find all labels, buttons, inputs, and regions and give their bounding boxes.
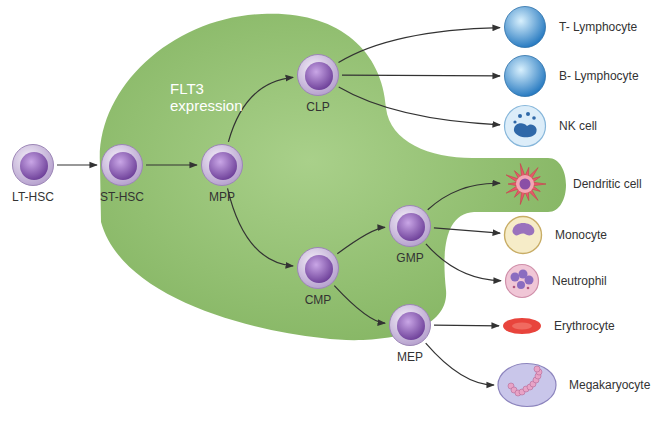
- progenitor-cell: CLP: [296, 53, 340, 97]
- monocyte-cell: Monocyte: [503, 215, 543, 255]
- neutrophil-cell: Neutrophil: [504, 263, 540, 299]
- arrow-connector: [337, 227, 385, 253]
- megakaryocyte-cell: Megakaryocyte: [497, 362, 557, 408]
- cell-icon: [502, 317, 542, 335]
- arrow-connector: [342, 74, 500, 76]
- erythrocyte-cell: Erythrocyte: [502, 317, 542, 335]
- arrow-connector: [426, 343, 494, 385]
- cell-label: Neutrophil: [552, 274, 607, 288]
- arrow-connector: [428, 183, 500, 210]
- arrow-connector: [228, 188, 294, 266]
- cell-label: T- Lymphocyte: [559, 20, 637, 34]
- stem-cell: LT-HSC: [11, 143, 55, 187]
- arrow-connector: [57, 164, 97, 165]
- cell-label: MEP: [397, 350, 423, 364]
- cell-icon: [503, 5, 547, 49]
- nk-cell: NK cell: [503, 104, 547, 148]
- cell-label: CMP: [305, 293, 332, 307]
- progenitor-cell: MEP: [388, 303, 432, 347]
- cell-label: Megakaryocyte: [569, 378, 650, 392]
- arrow-connector: [339, 87, 500, 125]
- cell-icon: [503, 54, 547, 98]
- cell-icon: [200, 143, 244, 187]
- cell-label: Dendritic cell: [573, 177, 642, 191]
- arrow-connector: [434, 228, 500, 233]
- cell-label: Erythrocyte: [554, 319, 615, 333]
- arrow-connector: [339, 28, 501, 63]
- cell-icon: [503, 162, 547, 206]
- cell-icon: [388, 303, 432, 347]
- cell-icon: [296, 53, 340, 97]
- cell-label: MPP: [209, 190, 235, 204]
- cell-label: NK cell: [559, 119, 597, 133]
- cell-icon: [100, 143, 144, 187]
- lymphocyte-cell: T- Lymphocyte: [503, 5, 547, 49]
- region-outline: [100, 14, 566, 340]
- cell-label: CLP: [306, 100, 329, 114]
- cell-icon: [11, 143, 55, 187]
- region-label: FLT3 expression: [170, 80, 250, 114]
- cell-label: GMP: [396, 251, 423, 265]
- cell-icon: [503, 215, 543, 255]
- cell-label: B- Lymphocyte: [559, 69, 639, 83]
- cell-icon: [504, 263, 540, 299]
- arrow-connector: [334, 286, 385, 324]
- arrow-connector: [434, 325, 499, 327]
- progenitor-cell: MPP: [200, 143, 244, 187]
- cell-label: ST-HSC: [100, 190, 144, 204]
- cell-icon: [296, 246, 340, 290]
- cell-label: Monocyte: [555, 228, 607, 242]
- dendritic-cell: Dendritic cell: [503, 162, 547, 206]
- lymphocyte-cell: B- Lymphocyte: [503, 54, 547, 98]
- cell-icon: [497, 362, 557, 408]
- progenitor-cell: CMP: [296, 246, 340, 290]
- cell-icon: [503, 104, 547, 148]
- cell-label: LT-HSC: [12, 190, 54, 204]
- progenitor-cell: GMP: [388, 204, 432, 248]
- arrow-connector: [426, 244, 501, 281]
- arrow-connector: [228, 77, 293, 141]
- cell-icon: [388, 204, 432, 248]
- stem-cell: ST-HSC: [100, 143, 144, 187]
- arrow-connector: [146, 164, 197, 165]
